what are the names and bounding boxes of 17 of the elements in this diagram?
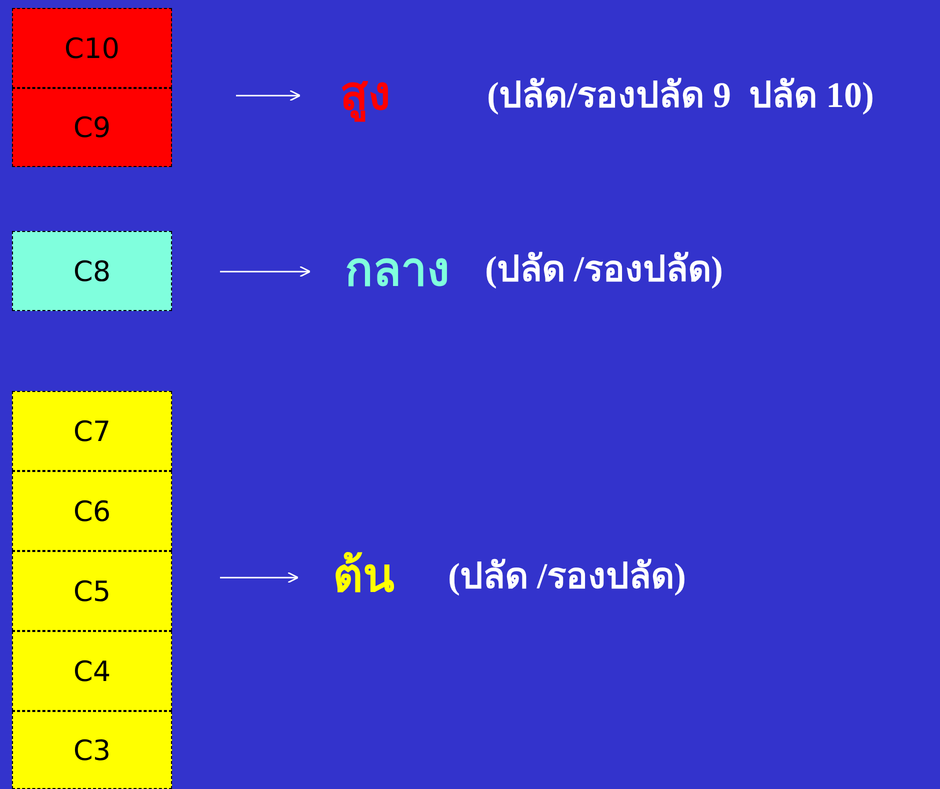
- rank-note: (ปลัด/รองปลัด 9 ปลัด 10): [487, 74, 874, 117]
- class-box: C3: [12, 711, 172, 789]
- arrow: [220, 266, 311, 278]
- class-box: C10: [12, 8, 172, 88]
- level-label: กลาง: [345, 242, 449, 298]
- rank-note: (ปลัด /รองปลัด): [485, 248, 723, 291]
- rank-note: (ปลัด /รองปลัด): [448, 555, 686, 598]
- arrow: [220, 572, 299, 584]
- class-box: C6: [12, 471, 172, 551]
- class-box: C9: [12, 88, 172, 167]
- level-label: สูง: [340, 66, 390, 122]
- class-box: C4: [12, 631, 172, 711]
- class-box: C5: [12, 551, 172, 631]
- level-label: ต้น: [333, 548, 394, 604]
- class-box: C8: [12, 231, 172, 311]
- class-box: C7: [12, 391, 172, 471]
- arrow: [236, 90, 301, 102]
